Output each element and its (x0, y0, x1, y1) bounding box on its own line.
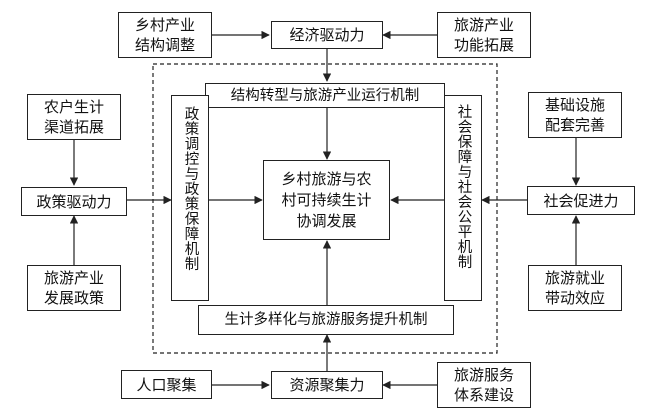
center-goal-box: 乡村旅游与农 村可持续生计 协调发展 (263, 160, 390, 240)
household-income-box: 农户生计 渠道拓展 (27, 94, 121, 140)
economic-driver-box: 经济驱动力 (271, 21, 383, 49)
service-system-box: 旅游服务 体系建设 (437, 362, 531, 408)
employment-effect-box: 旅游就业 带动效应 (528, 265, 622, 311)
tourism-function-box: 旅游产业 功能拓展 (437, 12, 531, 58)
top-mechanism-box: 结构转型与旅游产业运行机制 (205, 83, 445, 108)
left-mechanism-label: 政策调控与政策保障机制 (182, 106, 199, 271)
policy-driver-box: 政策驱动力 (21, 187, 127, 216)
right-mechanism-box: 社会保障与社会公平机制 (444, 95, 482, 301)
rural-structure-box: 乡村产业 结构调整 (118, 12, 212, 58)
left-mechanism-box: 政策调控与政策保障机制 (171, 95, 209, 301)
population-box: 人口聚集 (121, 370, 212, 399)
bottom-mechanism-box: 生计多样化与旅游服务提升机制 (198, 305, 454, 335)
resource-agg-box: 资源聚集力 (271, 371, 383, 399)
right-mechanism-label: 社会保障与社会公平机制 (455, 104, 472, 269)
social-promotion-box: 社会促进力 (527, 186, 635, 215)
tourism-policy-box: 旅游产业 发展政策 (27, 265, 121, 311)
infrastructure-box: 基础设施 配套完善 (528, 92, 622, 138)
dashed-boundary (152, 63, 498, 354)
